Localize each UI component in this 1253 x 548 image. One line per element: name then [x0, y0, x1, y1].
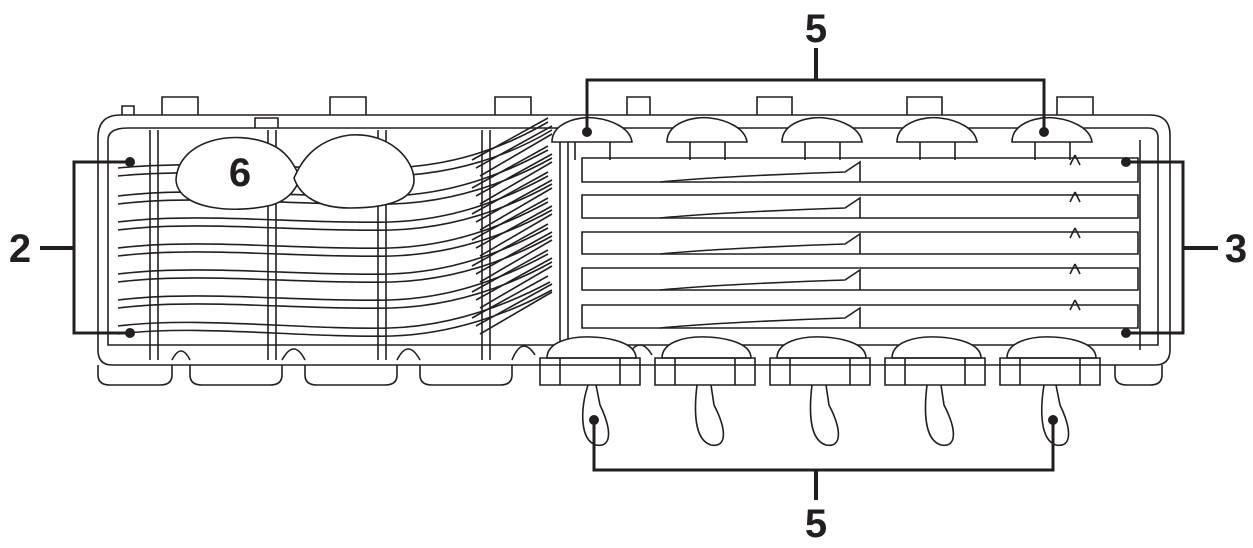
right-rack-posts [559, 130, 1141, 355]
callout-labels: 5 5 2 3 6 [9, 7, 1247, 546]
bottom-clip [539, 336, 641, 446]
tray-feet [97, 344, 1163, 386]
callout-dot [1048, 415, 1058, 425]
label-left: 2 [9, 227, 31, 271]
knives [581, 154, 1139, 329]
top-clip [666, 116, 748, 160]
leader-lines [40, 48, 1218, 500]
fork-tines [471, 117, 553, 335]
knife [581, 157, 1139, 183]
callout-dot [125, 157, 135, 167]
callout-dot [1121, 157, 1131, 167]
knife [581, 231, 1139, 255]
label-bottom: 5 [805, 502, 827, 546]
callout-dot [589, 415, 599, 425]
top-clips [551, 116, 1093, 160]
top-clip [896, 116, 978, 160]
knife [581, 267, 1139, 291]
top-clip [1011, 116, 1093, 160]
callout-dot [1039, 127, 1049, 137]
label-right: 3 [1225, 227, 1247, 271]
bottom-clip [654, 336, 756, 446]
label-top: 5 [805, 7, 827, 51]
spoon-bowl-right [293, 134, 415, 209]
callout-dot [582, 127, 592, 137]
knife [581, 194, 1139, 219]
top-clip [551, 116, 633, 160]
callout-dot [125, 328, 135, 338]
knife [581, 304, 1139, 329]
bottom-clip [769, 336, 871, 446]
spoons [175, 134, 415, 210]
tray-outline [97, 96, 1171, 366]
bottom-clip [999, 336, 1101, 446]
bottom-clip [884, 336, 986, 446]
bottom-clips [539, 336, 1101, 446]
label-spoons: 6 [229, 151, 251, 195]
fork [117, 281, 553, 337]
top-clip [781, 116, 863, 160]
callout-dot [1121, 328, 1131, 338]
